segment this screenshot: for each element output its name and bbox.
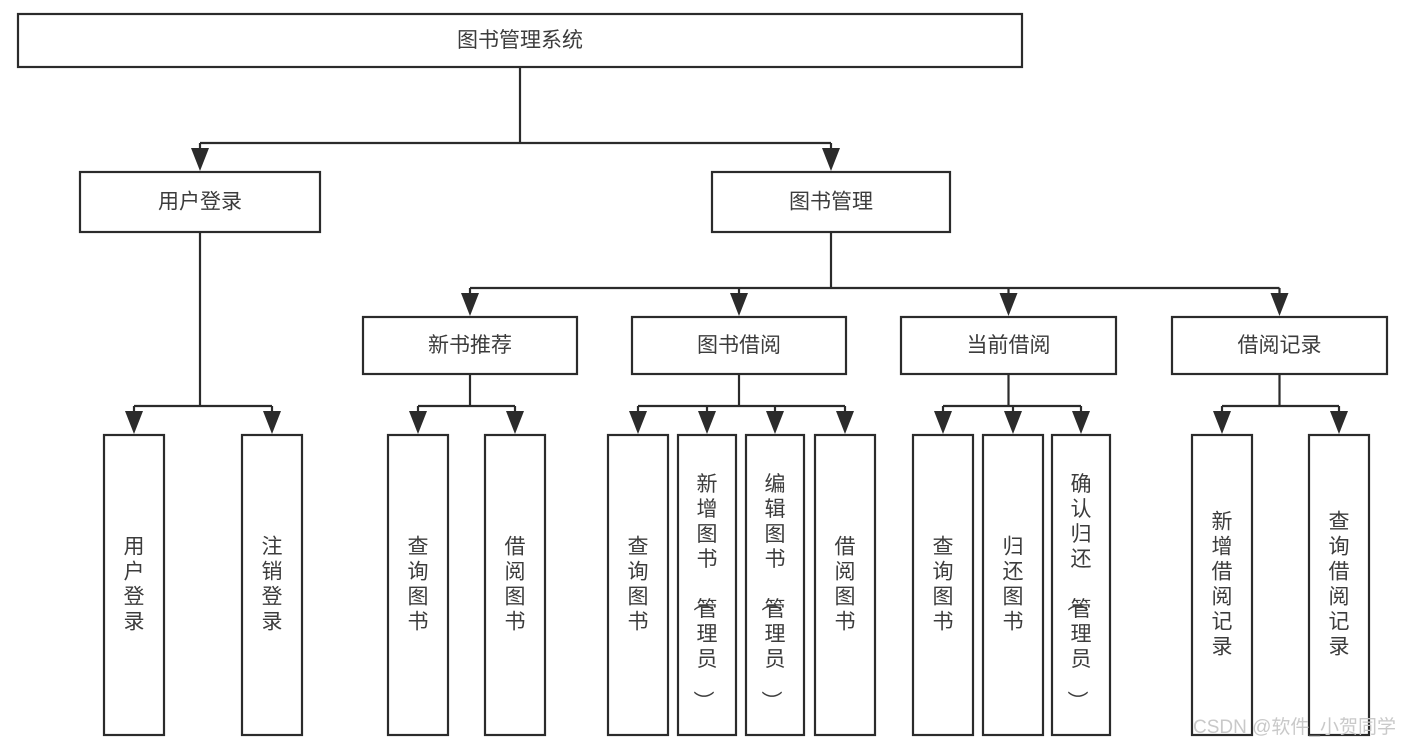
node-label-leaf-borrow-book-b: 借阅图书 [835,535,856,633]
node-label-leaf-return-book: 归还图书 [1003,535,1024,633]
node-label-leaf-user-login: 用户登录 [124,535,145,633]
node-leaf-borrow-book-a[interactable]: 借阅图书 [483,433,547,737]
node-box-book-borrow[interactable] [630,315,848,376]
node-current-borrow[interactable]: 当前借阅 [899,315,1118,376]
node-leaf-logout-login[interactable]: 注销登录 [240,433,304,737]
node-box-user-login[interactable] [78,170,322,234]
node-box-leaf-query-book-b[interactable] [606,433,670,737]
node-leaf-query-borrow-record[interactable]: 查询借阅记录 [1307,433,1371,737]
node-leaf-confirm-return-admin[interactable]: 确认归还（管理员） [1050,433,1112,737]
node-box-borrow-record[interactable] [1170,315,1389,376]
node-borrow-record[interactable]: 借阅记录 [1170,315,1389,376]
arrow-head-icon [125,411,143,434]
arrow-head-icon [730,293,748,316]
node-label-leaf-add-book-admin: 新增图书（管理员） [692,473,718,712]
node-label-leaf-edit-book-admin: 编辑图书（管理员） [760,473,786,712]
node-box-leaf-add-borrow-record[interactable] [1190,433,1254,737]
node-label-current-borrow: 当前借阅 [967,334,1051,357]
arrow-head-icon [506,411,524,434]
arrow-head-icon [1072,411,1090,434]
node-box-root[interactable] [16,12,1024,69]
node-label-leaf-query-book-c: 查询图书 [933,535,954,633]
arrow-head-icon [1330,411,1348,434]
node-leaf-borrow-book-b[interactable]: 借阅图书 [813,433,877,737]
arrow-head-icon [629,411,647,434]
node-user-login[interactable]: 用户登录 [78,170,322,234]
node-label-user-login: 用户登录 [158,191,242,214]
node-box-leaf-query-book-a[interactable] [386,433,450,737]
node-leaf-query-book-a[interactable]: 查询图书 [386,433,450,737]
arrow-head-icon [766,411,784,434]
node-book-borrow[interactable]: 图书借阅 [630,315,848,376]
arrow-head-icon [822,148,840,171]
node-label-new-book-recommend: 新书推荐 [428,334,512,357]
node-leaf-add-borrow-record[interactable]: 新增借阅记录 [1190,433,1254,737]
node-label-leaf-borrow-book-a: 借阅图书 [505,535,526,633]
node-box-new-book-recommend[interactable] [361,315,579,376]
node-label-leaf-query-book-a: 查询图书 [408,535,429,633]
connector-layer [125,67,1348,434]
node-leaf-query-book-b[interactable]: 查询图书 [606,433,670,737]
arrow-head-icon [698,411,716,434]
node-root[interactable]: 图书管理系统 [16,12,1024,69]
node-box-leaf-borrow-book-b[interactable] [813,433,877,737]
node-leaf-user-login[interactable]: 用户登录 [102,433,166,737]
node-leaf-return-book[interactable]: 归还图书 [981,433,1045,737]
node-label-book-borrow: 图书借阅 [697,334,781,357]
node-leaf-query-book-c[interactable]: 查询图书 [911,433,975,737]
arrow-head-icon [461,293,479,316]
node-label-leaf-query-book-b: 查询图书 [628,535,649,633]
arrow-head-icon [263,411,281,434]
arrow-head-icon [1270,293,1289,316]
node-label-leaf-query-borrow-record: 查询借阅记录 [1329,510,1350,658]
node-box-leaf-return-book[interactable] [981,433,1045,737]
node-box-book-manage[interactable] [710,170,952,234]
node-box-leaf-confirm-return-admin[interactable] [1050,433,1112,737]
node-label-leaf-logout-login: 注销登录 [262,535,283,633]
node-box-leaf-edit-book-admin[interactable] [744,433,806,737]
node-box-leaf-add-book-admin[interactable] [676,433,738,737]
node-new-book-recommend[interactable]: 新书推荐 [361,315,579,376]
node-leaf-edit-book-admin[interactable]: 编辑图书（管理员） [744,433,806,737]
node-box-leaf-query-borrow-record[interactable] [1307,433,1371,737]
arrow-head-icon [934,411,952,434]
node-box-leaf-logout-login[interactable] [240,433,304,737]
arrow-head-icon [191,148,209,171]
node-book-manage[interactable]: 图书管理 [710,170,952,234]
node-label-book-manage: 图书管理 [789,191,873,214]
node-box-leaf-user-login[interactable] [102,433,166,737]
arrow-head-icon [409,411,427,434]
node-label-leaf-confirm-return-admin: 确认归还（管理员） [1066,473,1092,712]
arrow-head-icon [999,293,1018,316]
node-box-current-borrow[interactable] [899,315,1118,376]
node-box-leaf-query-book-c[interactable] [911,433,975,737]
arrow-head-icon [1004,411,1022,434]
arrow-head-icon [1213,411,1231,434]
node-leaf-add-book-admin[interactable]: 新增图书（管理员） [676,433,738,737]
node-label-borrow-record: 借阅记录 [1238,334,1322,357]
node-label-root: 图书管理系统 [457,29,583,52]
arrow-head-icon [836,411,854,434]
node-layer: 图书管理系统用户登录图书管理新书推荐图书借阅当前借阅借阅记录用户登录注销登录查询… [16,12,1389,737]
node-box-leaf-borrow-book-a[interactable] [483,433,547,737]
csdn-watermark: CSDN @软件_小贺同学 [1193,716,1396,738]
node-label-leaf-add-borrow-record: 新增借阅记录 [1212,510,1233,658]
